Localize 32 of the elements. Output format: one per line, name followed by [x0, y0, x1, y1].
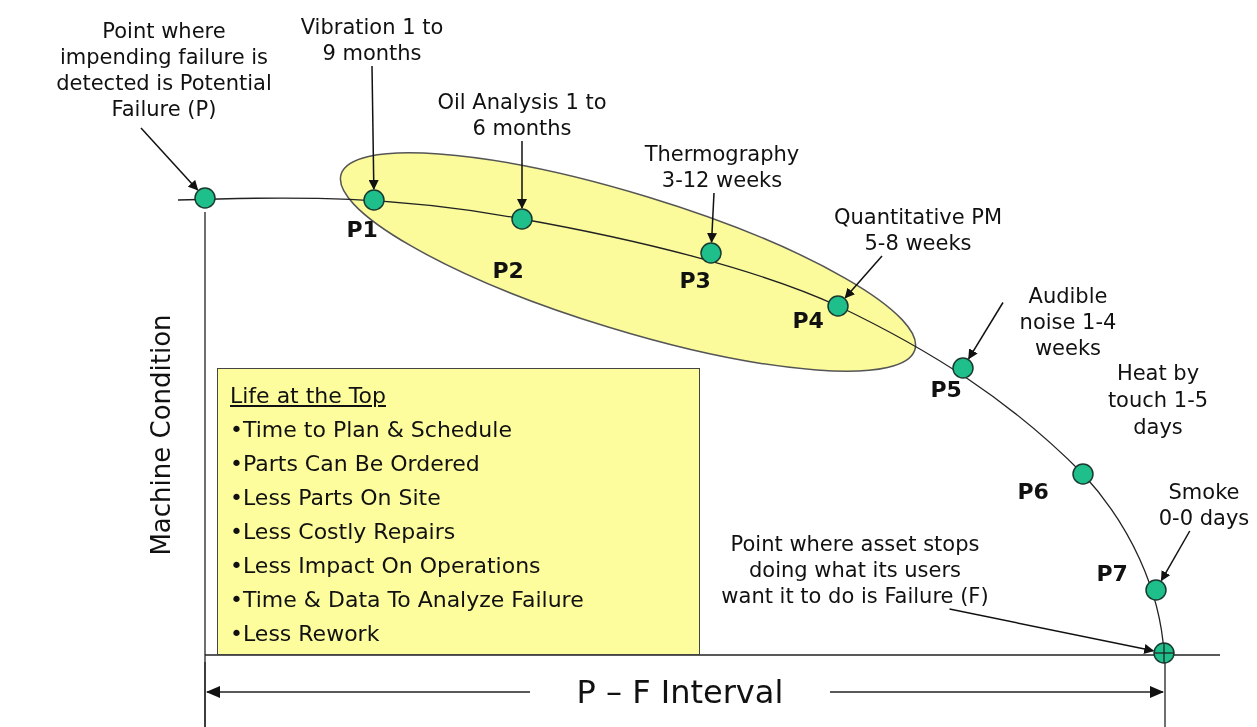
list-item: •Parts Can Be Ordered	[230, 450, 481, 478]
leader-arrow	[140, 127, 199, 191]
point-label: P5	[930, 378, 962, 402]
panel-heading: Life at the Top	[230, 382, 387, 410]
callout-text: Vibration 1 to 9 months	[297, 14, 447, 66]
list-item: •Less Rework	[230, 620, 381, 648]
point-label: P4	[792, 309, 824, 333]
leader-arrow	[517, 140, 527, 209]
callout-text: Smoke 0-0 days	[1156, 479, 1252, 531]
point-label: P1	[346, 218, 378, 242]
point-label: P3	[679, 269, 711, 293]
leader-arrow	[948, 608, 1155, 654]
list-item: •Less Costly Repairs	[230, 518, 457, 546]
list-item: •Time to Plan & Schedule	[230, 416, 513, 444]
callout-text: Audible noise 1-4 weeks	[1003, 283, 1133, 361]
callout-text: Thermography 3-12 weeks	[642, 141, 802, 193]
list-item: •Less Parts On Site	[230, 484, 442, 512]
leader-arrow	[1160, 530, 1191, 582]
note-panel	[217, 368, 700, 655]
callout-text: Point where impending failure is detected is Potential Failure (P)	[49, 18, 279, 122]
list-item: •Less Impact On Operations	[230, 552, 542, 580]
point-label: P6	[1017, 480, 1049, 504]
leader-arrow	[844, 255, 883, 299]
leader-arrow	[968, 301, 1004, 360]
callout-text: Oil Analysis 1 to 6 months	[437, 89, 607, 141]
callout-text: Point where asset stops doing what its users want it to do is Failure (F)	[720, 531, 990, 609]
leader-arrow	[368, 65, 379, 190]
point-label: P2	[492, 259, 524, 283]
callout-text: Quantitative PM 5-8 weeks	[828, 204, 1008, 256]
leader-arrow	[707, 192, 717, 243]
point-label: P7	[1096, 562, 1128, 586]
list-item: •Time & Data To Analyze Failure	[230, 586, 585, 614]
